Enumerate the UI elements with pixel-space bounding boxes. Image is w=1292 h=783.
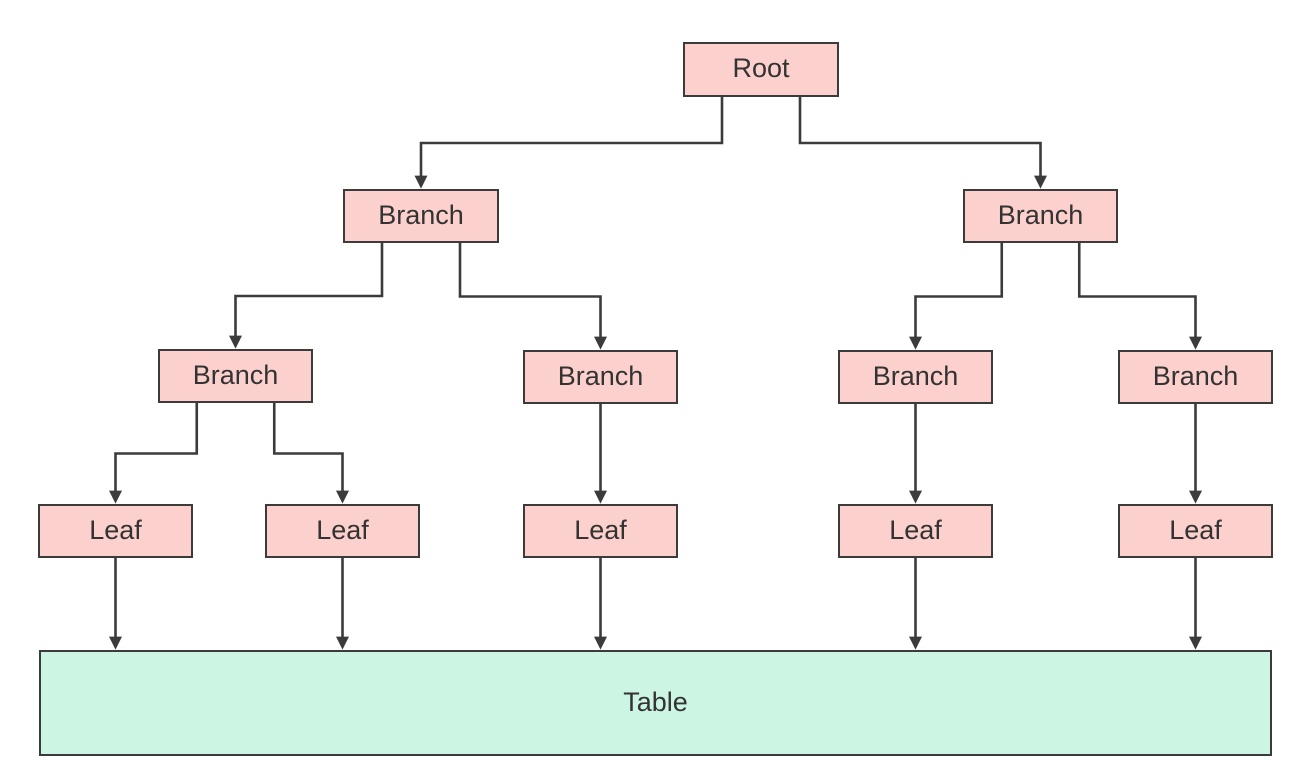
node-label: Leaf bbox=[1169, 514, 1222, 545]
node-label: Table bbox=[623, 686, 688, 717]
edge-root-to-branch-l bbox=[414, 97, 724, 189]
tree-node-root: Root bbox=[683, 42, 839, 97]
edge-branch-l-to-branch-lr bbox=[458, 243, 607, 350]
node-label: Branch bbox=[557, 360, 644, 391]
node-label: Leaf bbox=[889, 514, 942, 545]
edge-branch-ll-to-leaf-2 bbox=[272, 403, 349, 504]
node-label: Branch bbox=[378, 199, 464, 230]
edge-branch-r-to-branch-rr bbox=[1077, 243, 1202, 350]
edge-branch-r-to-branch-rl bbox=[909, 243, 1004, 350]
tree-node-leaf-2: Leaf bbox=[265, 504, 420, 558]
table-node-table: Table bbox=[39, 650, 1272, 756]
node-label: Branch bbox=[872, 360, 959, 391]
tree-node-leaf-1: Leaf bbox=[38, 504, 193, 558]
tree-node-leaf-4: Leaf bbox=[838, 504, 993, 558]
tree-node-branch-rl: Branch bbox=[838, 350, 993, 404]
tree-node-leaf-5: Leaf bbox=[1118, 504, 1273, 558]
tree-node-branch-rr: Branch bbox=[1118, 350, 1273, 404]
node-label: Branch bbox=[1152, 360, 1239, 391]
edge-branch-l-to-branch-ll bbox=[229, 243, 384, 349]
tree-node-leaf-3: Leaf bbox=[523, 504, 678, 558]
node-label: Leaf bbox=[574, 514, 627, 545]
node-label: Branch bbox=[997, 199, 1084, 230]
node-label: Leaf bbox=[89, 514, 142, 545]
node-label: Leaf bbox=[316, 514, 369, 545]
edge-root-to-branch-r bbox=[798, 97, 1047, 189]
node-label: Branch bbox=[192, 359, 279, 390]
tree-node-branch-l: Branch bbox=[343, 189, 499, 243]
tree-node-branch-ll: Branch bbox=[158, 349, 313, 403]
node-label: Root bbox=[732, 53, 790, 83]
edge-branch-ll-to-leaf-1 bbox=[109, 403, 199, 504]
tree-node-branch-lr: Branch bbox=[523, 350, 678, 404]
tree-node-branch-r: Branch bbox=[963, 189, 1118, 243]
